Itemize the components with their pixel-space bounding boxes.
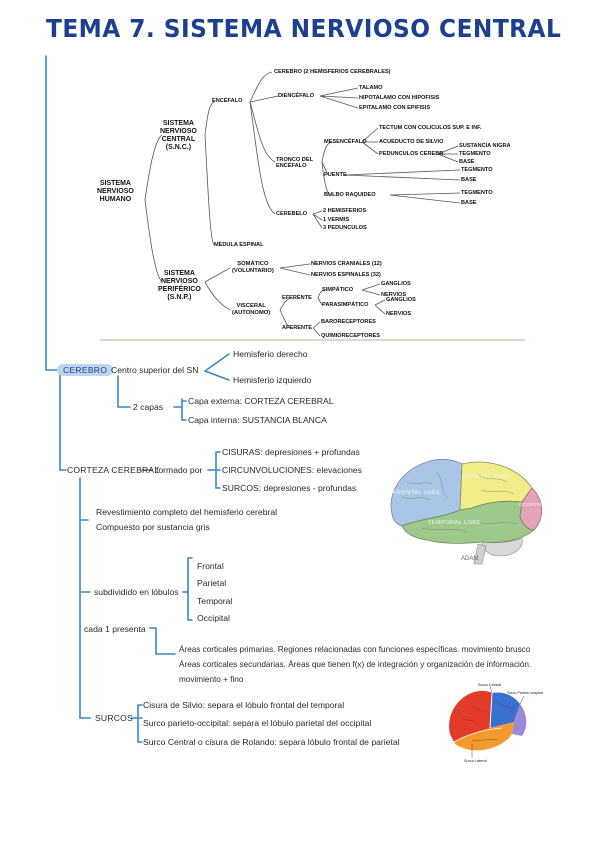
- node-cerebelo: CEREBELO: [276, 211, 308, 217]
- brain2-surco-central: Surco Central: [478, 683, 502, 687]
- brain1-occipital-label: OCCIPITAL: [519, 502, 543, 507]
- node-hemisferios: 2 HEMISFERIOS: [323, 208, 367, 214]
- node-aferente: AFERENTE: [282, 325, 313, 331]
- node-bulbo: BULBO RAQUIDEO: [324, 192, 376, 198]
- node-nervios-2: NERVIOS: [386, 311, 412, 317]
- node-somatico: SOMÁTICO (VOLUNTARIO): [232, 261, 274, 274]
- brain-lobes-illustration: [390, 458, 543, 565]
- node-diencefalo: DIENCÉFALO: [278, 93, 315, 99]
- brain1-temporal-label: TEMPORAL LOBE: [428, 520, 481, 526]
- node-simpatico: SIMPÁTICO: [322, 287, 354, 293]
- note-cisuras: CISURAS: depresiones + profundas: [222, 447, 360, 457]
- node-vermis: 1 VERMIS: [323, 217, 350, 223]
- node-pedunculos: 3 PEDUNCULOS: [323, 225, 367, 231]
- note-surcos: SURCOS: [95, 713, 133, 723]
- node-epitalamo: EPITALAMO CON EPIFISIS: [359, 105, 431, 111]
- node-sistema-nervioso-humano: SISTEMA NERVIOSO HUMANO: [97, 180, 134, 204]
- note-hemisferio-izquierdo: Hemisferio izquierdo: [233, 375, 312, 385]
- node-tegmento-1: TEGMENTO: [459, 151, 491, 157]
- node-base-2: BASE: [461, 177, 477, 183]
- note-circunvoluciones: CIRCUNVOLUCIONES: elevaciones: [222, 465, 362, 475]
- node-acueducto: ACUEDUCTO DE SILVIO: [379, 139, 444, 145]
- node-snc: SISTEMA NERVIOSO CENTRAL (S.N.C.): [160, 120, 197, 152]
- lobe-temporal: Temporal: [197, 596, 233, 606]
- node-baroreceptores: BARORECEPTORES: [321, 319, 376, 325]
- node-tegmento-2: TEGMENTO: [461, 167, 493, 173]
- note-formado-por: formado por: [156, 465, 203, 475]
- note-surcos-def: SURCOS: depresiones - profundas: [222, 483, 357, 493]
- lobe-parietal: Parietal: [197, 578, 227, 588]
- node-encefalo: ENCÉFALO: [212, 98, 243, 104]
- node-parasimpatico: PARASIMPÁTICO: [322, 302, 369, 308]
- page-title: TEMA 7. SISTEMA NERVIOSO CENTRAL: [46, 14, 562, 43]
- node-visceral: VISCERAL (AUTONOMO): [232, 303, 271, 316]
- node-mesencefalo: MESENCÉFALO: [324, 139, 367, 145]
- node-cerebro: CEREBRO (2 HEMISFERIOS CEREBRALES): [274, 69, 391, 75]
- cerebro-pill: CEREBRO: [57, 364, 114, 376]
- node-ganglios-1: GANGLIOS: [381, 281, 411, 287]
- brain1-frontal-label: FRONTAL LOBE: [393, 490, 441, 496]
- note-subdividido: subdividido en lóbulos: [94, 587, 179, 597]
- note-centro-superior: Centro superior del SN: [111, 365, 199, 375]
- note-cisura-silvio: Cisura de Silvio: separa el lóbulo front…: [143, 700, 345, 710]
- note-areas-secundarias: Áreas corticales secundarias. Áreas que …: [179, 660, 532, 669]
- note-areas-primarias: Áreas corticales primarias. Regiones rel…: [179, 645, 531, 654]
- note-hemisferio-derecho: Hemisferio derecho: [233, 349, 308, 359]
- lobe-occipital: Occipital: [197, 613, 230, 623]
- note-capa-interna: Capa interna: SUSTANCIA BLANCA: [188, 415, 327, 425]
- node-pedunculos-cerebr: PEDUNCULOS CEREBR.: [379, 151, 445, 157]
- node-base-1: BASE: [459, 159, 475, 165]
- brain1-parietal-label: PARIETAL LOBE: [462, 474, 511, 480]
- node-quimioreceptores: QUIMIORECEPTORES: [321, 333, 380, 339]
- node-talamo: TALAMO: [359, 85, 383, 91]
- note-revestimiento: Revestimiento completo del hemisferio ce…: [96, 507, 278, 517]
- node-craneales: NERVIOS CRANIALES (12): [311, 261, 382, 267]
- node-base-3: BASE: [461, 200, 477, 206]
- note-movimiento-fino: movimiento + fino: [179, 675, 244, 684]
- brain-sulci-illustration: [442, 684, 534, 768]
- brain1-credit: ADAM: [461, 556, 479, 562]
- node-puente: PUENTE: [324, 172, 347, 178]
- node-tectum: TECTUM CON COLICULOS SUP. E INF.: [379, 125, 482, 131]
- brain2-surco-parieto: Surco Parieto-occipital: [507, 691, 543, 695]
- note-dos-capas: 2 capas: [133, 402, 164, 412]
- note-surco-parieto: Surco parieto-occipital: separa el lóbul…: [143, 718, 372, 728]
- note-compuesto: Compuesto por sustancia gris: [96, 522, 210, 532]
- brain2-surco-lateral: Surco Lateral: [464, 759, 487, 763]
- node-hipotalamo: HIPOTALAMO CON HIPOFISIS: [359, 95, 440, 101]
- note-surco-central: Surco Central o cisura de Rolando: separ…: [143, 737, 400, 747]
- note-capa-externa: Capa externa: CORTEZA CEREBRAL: [188, 396, 334, 406]
- node-nervios-1: NERVIOS: [381, 292, 407, 298]
- node-snp: SISTEMA NERVIOSO PERIFÉRICO (S.N.P.): [158, 270, 201, 302]
- node-sustancia-nigra: SUSTANCIA NIGRA: [459, 143, 511, 149]
- node-medula: MEDULA ESPINAL: [214, 242, 264, 248]
- node-eferente: EFERENTE: [282, 295, 312, 301]
- node-espinales: NERVIOS ESPINALES (32): [311, 272, 381, 278]
- node-tronco: TRONCO DEL ENCÉFALO: [276, 157, 313, 169]
- node-ganglios-2: GANGLIOS: [386, 297, 416, 303]
- node-tegmento-3: TEGMENTO: [461, 190, 493, 196]
- note-cada-presenta: cada 1 presenta: [84, 624, 146, 634]
- note-corteza-cerebral: CORTEZA CEREBRAL: [67, 465, 160, 475]
- lobe-frontal: Frontal: [197, 561, 224, 571]
